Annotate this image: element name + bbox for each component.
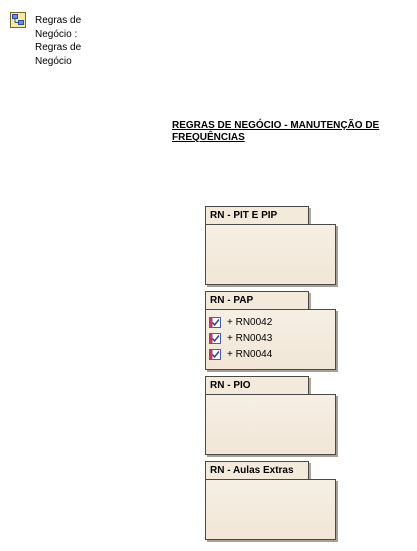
package-rn-aulas-extras[interactable]: RN - Aulas Extras — [205, 461, 336, 540]
package-name: RN - PIT E PIP — [210, 210, 278, 221]
requirement-item[interactable]: + RN0043 — [206, 330, 335, 346]
requirement-label: + RN0042 — [227, 316, 273, 328]
package-rn-pap[interactable]: RN - PAP + RN0042 + RN0043 + — [205, 291, 336, 370]
requirement-item[interactable]: + RN0042 — [206, 314, 335, 330]
diagram-title: Regras de Negócio : Regras de Negócio — [35, 15, 82, 67]
requirement-item[interactable]: + RN0044 — [206, 346, 335, 362]
requirement-icon — [209, 348, 221, 360]
package-rn-pit-e-pip[interactable]: RN - PIT E PIP — [205, 206, 336, 285]
package-body — [205, 224, 336, 285]
diagram-heading: REGRAS DE NEGÓCIO - MANUTENÇÃO DE FREQUÊ… — [172, 120, 380, 143]
package-tab: RN - PIT E PIP — [205, 206, 309, 224]
package-name: RN - Aulas Extras — [210, 465, 294, 476]
package-rn-pio[interactable]: RN - PIO — [205, 376, 336, 455]
requirement-label: + RN0043 — [227, 332, 273, 344]
package-body — [205, 479, 336, 540]
package-tab: RN - PAP — [205, 291, 309, 309]
requirement-icon — [209, 332, 221, 344]
package-tab: RN - PIO — [205, 376, 309, 394]
package-name: RN - PIO — [210, 380, 251, 391]
package-tab: RN - Aulas Extras — [205, 461, 309, 479]
package-name: RN - PAP — [210, 295, 254, 306]
requirement-label: + RN0044 — [227, 348, 273, 360]
diagram-icon — [10, 12, 26, 28]
requirement-icon — [209, 316, 221, 328]
package-body: + RN0042 + RN0043 + RN0044 — [205, 309, 336, 370]
package-body — [205, 394, 336, 455]
